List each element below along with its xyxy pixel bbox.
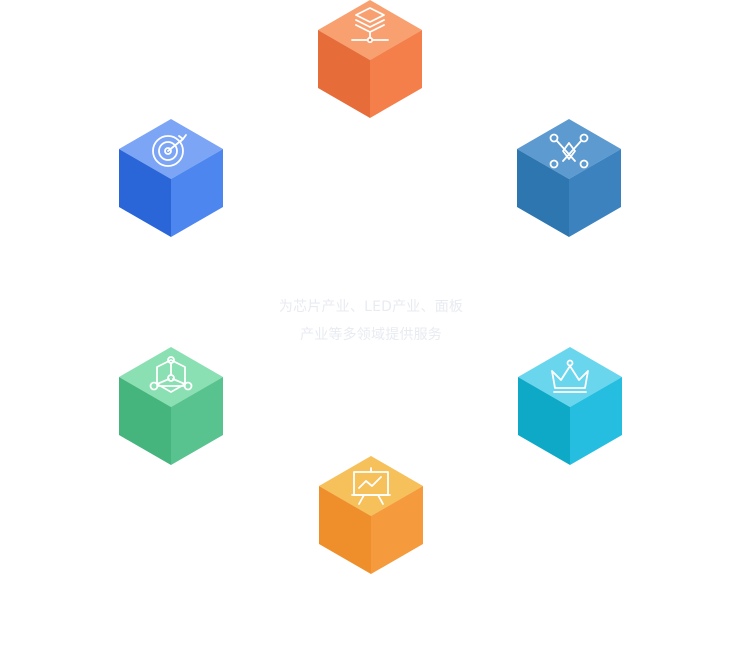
presentation-cube-right-face <box>371 486 423 574</box>
network-cube-left-face <box>517 149 569 237</box>
network-cube-graphic <box>517 119 621 237</box>
target-dart-icon <box>152 134 187 167</box>
crown-cube-right-face <box>570 377 622 465</box>
presentation-board-icon <box>351 467 391 505</box>
presentation-cube-graphic <box>319 456 423 574</box>
network-cube <box>517 119 621 239</box>
presentation-cube <box>319 456 423 576</box>
molecule-cube-left-face <box>119 377 171 465</box>
target-cube-right-face <box>171 149 223 237</box>
molecule-cube-graphic <box>119 347 223 465</box>
description-line-1: 为芯片产业、LED产业、面板 <box>278 299 464 315</box>
network-cube-right-face <box>569 149 621 237</box>
molecule-cube <box>119 347 223 467</box>
presentation-cube-left-face <box>319 486 371 574</box>
target-cube-left-face <box>119 149 171 237</box>
crown-cube <box>518 347 622 467</box>
description-line-2: 产业等多领域提供服务 <box>300 327 442 343</box>
center-description: 为芯片产业、LED产业、面板 产业等多领域提供服务 <box>221 293 521 349</box>
server-cube <box>318 0 422 120</box>
server-cube-right-face <box>370 30 422 118</box>
server-cube-graphic <box>318 0 422 118</box>
network-nodes-icon <box>549 133 589 169</box>
server-cube-left-face <box>318 30 370 118</box>
molecule-icon <box>149 356 193 393</box>
target-cube <box>119 119 223 239</box>
server-stack-icon <box>351 7 389 44</box>
crown-icon <box>551 359 589 393</box>
target-cube-graphic <box>119 119 223 237</box>
crown-cube-graphic <box>518 347 622 465</box>
crown-cube-left-face <box>518 377 570 465</box>
molecule-cube-right-face <box>171 377 223 465</box>
